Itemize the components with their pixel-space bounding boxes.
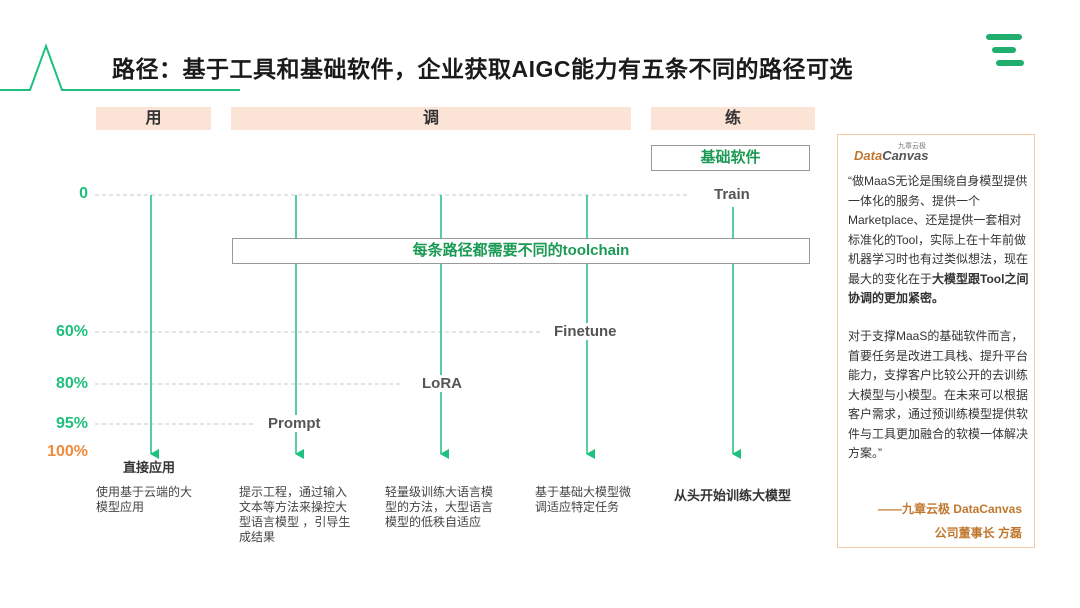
quote-paragraph-1-text: “做MaaS无论是围绕自身模型提供一体化的服务、提供一个Marketplace、… [848,174,1029,286]
quote-signature-company: ——九章云极 DataCanvas [877,502,1022,516]
quote-paragraph-1: “做MaaS无论是围绕自身模型提供一体化的服务、提供一个Marketplace、… [848,172,1032,309]
datacanvas-logo-data: Data [854,148,883,163]
level-label-60: 60% [55,323,88,340]
column-header-train: 练 [651,107,815,130]
page-title: 路径：基于工具和基础软件，企业获取AIGC能力有五条不同的路径可选 [112,56,853,82]
level-label-95: 95% [55,415,88,432]
path-description-prompt: 提示工程，通过输入文本等方法来操控大型语言模型 ，引导生成结果 [239,485,351,544]
datacanvas-logo: 九章云极 DataCanvas [854,143,929,165]
stage-label-finetune: Finetune [550,323,621,340]
quote-paragraph-2: 对于支撑MaaS的基础软件而言，首要任务是改进工具栈、提升平台能力，支撑客户比较… [848,329,1029,460]
base-software-box: 基础软件 [651,145,810,171]
quote-box [837,134,1035,548]
path-description-lora: 轻量级训练大语言模型的方法，大型语言模型的低秩自适应 [385,485,494,529]
toolchain-banner: 每条路径都需要不同的toolchain [232,238,810,264]
three-green-bars-icon [982,34,1026,68]
level-label-80: 80% [55,375,88,392]
column-header-use: 用 [96,107,211,130]
level-label-100: 100% [47,443,88,460]
datacanvas-logo-canvas: Canvas [882,148,929,163]
stage-label-train: Train [710,186,754,203]
path-end-label-direct: 直接应用 [123,460,176,475]
path-description-direct: 使用基于云端的大模型应用 [96,485,193,514]
stage-label-lora: LoRA [418,375,466,392]
path-diagram-lines [95,194,741,459]
path-end-label-train: 从头开始训练大模型 [674,488,792,503]
path-description-finetune: 基于基础大模型微调适应特定任务 [535,485,632,514]
column-header-tune: 调 [231,107,631,130]
heartbeat-line-icon [0,43,240,91]
quote-paragraph-1-bold: 大模型跟Tool之间协调的更加紧密。 [848,271,1029,306]
level-label-0: 0 [79,185,88,202]
quote-signature-person: 公司董事长 方磊 [934,526,1022,540]
stage-label-prompt: Prompt [264,415,325,432]
datacanvas-logo-small: 九章云极 [898,143,926,150]
